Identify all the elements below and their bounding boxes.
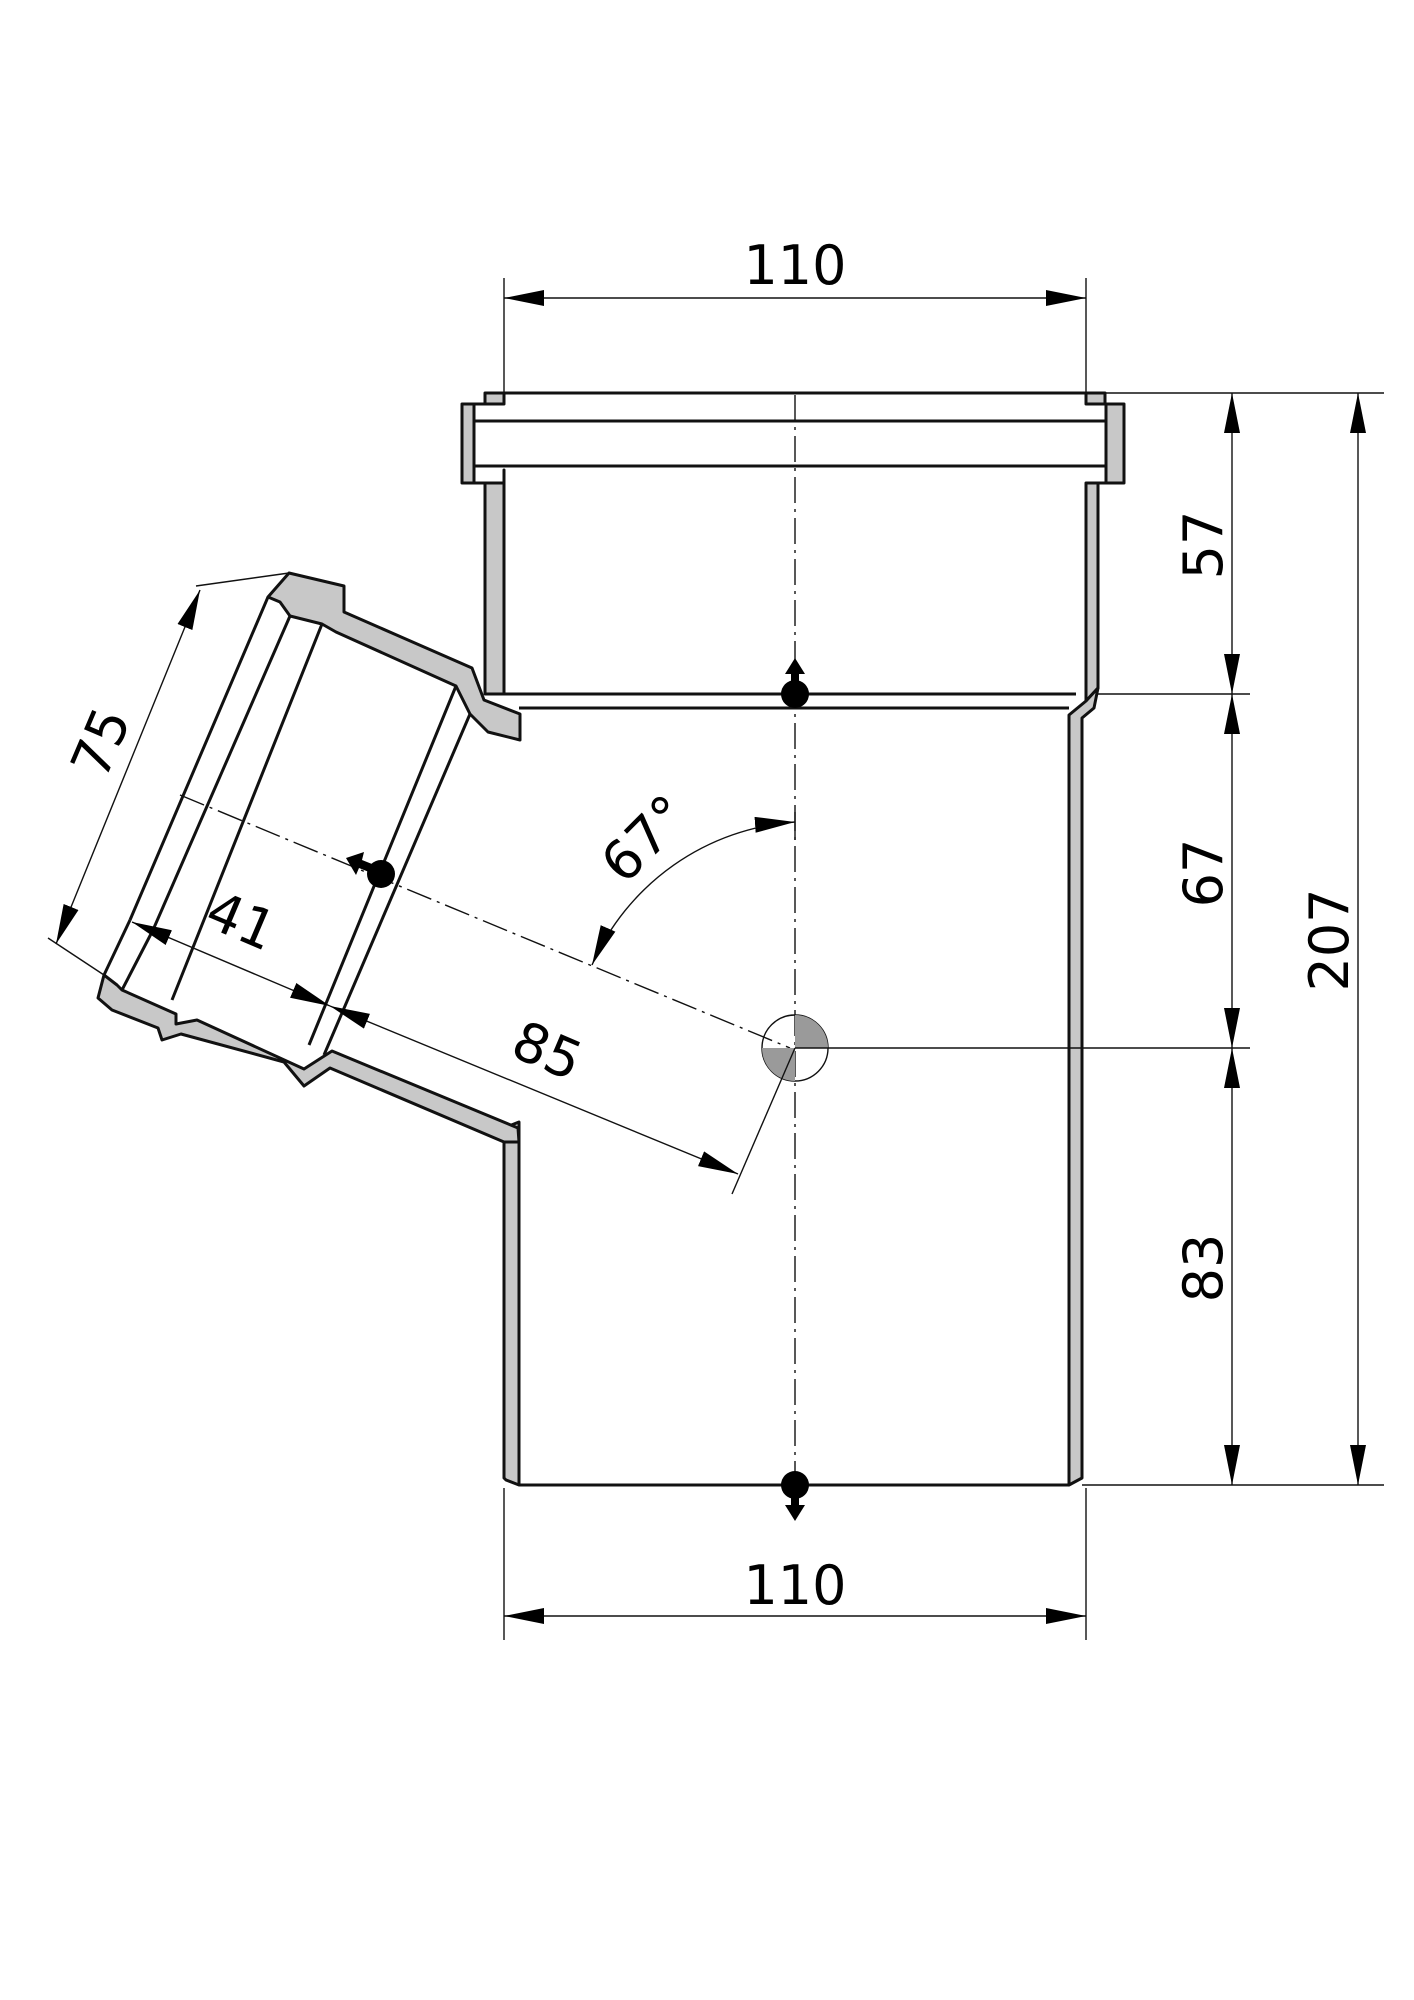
dim-line-branch-diameter — [55, 589, 201, 945]
label-lower-length: 83 — [1172, 1234, 1235, 1303]
branch-gasket-edge-1 — [128, 596, 270, 921]
branch-spigot-edge-2 — [322, 713, 472, 1056]
label-branch-length: 85 — [503, 1009, 591, 1094]
label-branch-diameter: 75 — [59, 699, 144, 787]
flow-marker-branch — [346, 852, 395, 888]
label-branch-socket: 41 — [197, 879, 285, 964]
dim-arc-branch-angle — [591, 816, 796, 966]
branch-end-edge — [102, 919, 132, 976]
flow-marker-bottom — [781, 1471, 809, 1521]
left-lower-wall — [502, 1120, 521, 1487]
origin-marker-quadrant-2 — [762, 1048, 795, 1081]
branch-end-edge-2 — [120, 929, 155, 991]
flow-markers — [346, 658, 809, 1521]
label-top-width: 110 — [743, 234, 846, 297]
label-branch-angle: 67° — [589, 783, 701, 895]
left-socket-wall — [460, 391, 506, 696]
label-bottom-width: 110 — [743, 1554, 846, 1617]
extension-lines — [47, 278, 1384, 1640]
branch-axis — [179, 794, 791, 1049]
label-total-length: 207 — [1298, 888, 1361, 991]
branch-upper-wall — [266, 571, 522, 742]
branch-pipe — [96, 571, 522, 1144]
right-lower-wall — [1067, 686, 1100, 1487]
dimension-labels: 110 110 57 67 83 207 75 41 85 67° — [59, 234, 1361, 1617]
dim-line-branch-socket — [131, 921, 331, 1007]
label-upper-length: 67 — [1172, 839, 1235, 908]
main-pipe — [460, 391, 1126, 1487]
right-socket-wall — [1084, 391, 1126, 703]
center-lines — [179, 395, 829, 1488]
flow-marker-top — [781, 658, 809, 708]
top-gasket-ring — [472, 419, 1108, 468]
origin-marker-quadrant-1 — [795, 1015, 828, 1048]
dim-line-branch-length — [329, 1005, 739, 1175]
dimension-lines — [55, 290, 1366, 1624]
label-socket-depth: 57 — [1172, 511, 1235, 580]
